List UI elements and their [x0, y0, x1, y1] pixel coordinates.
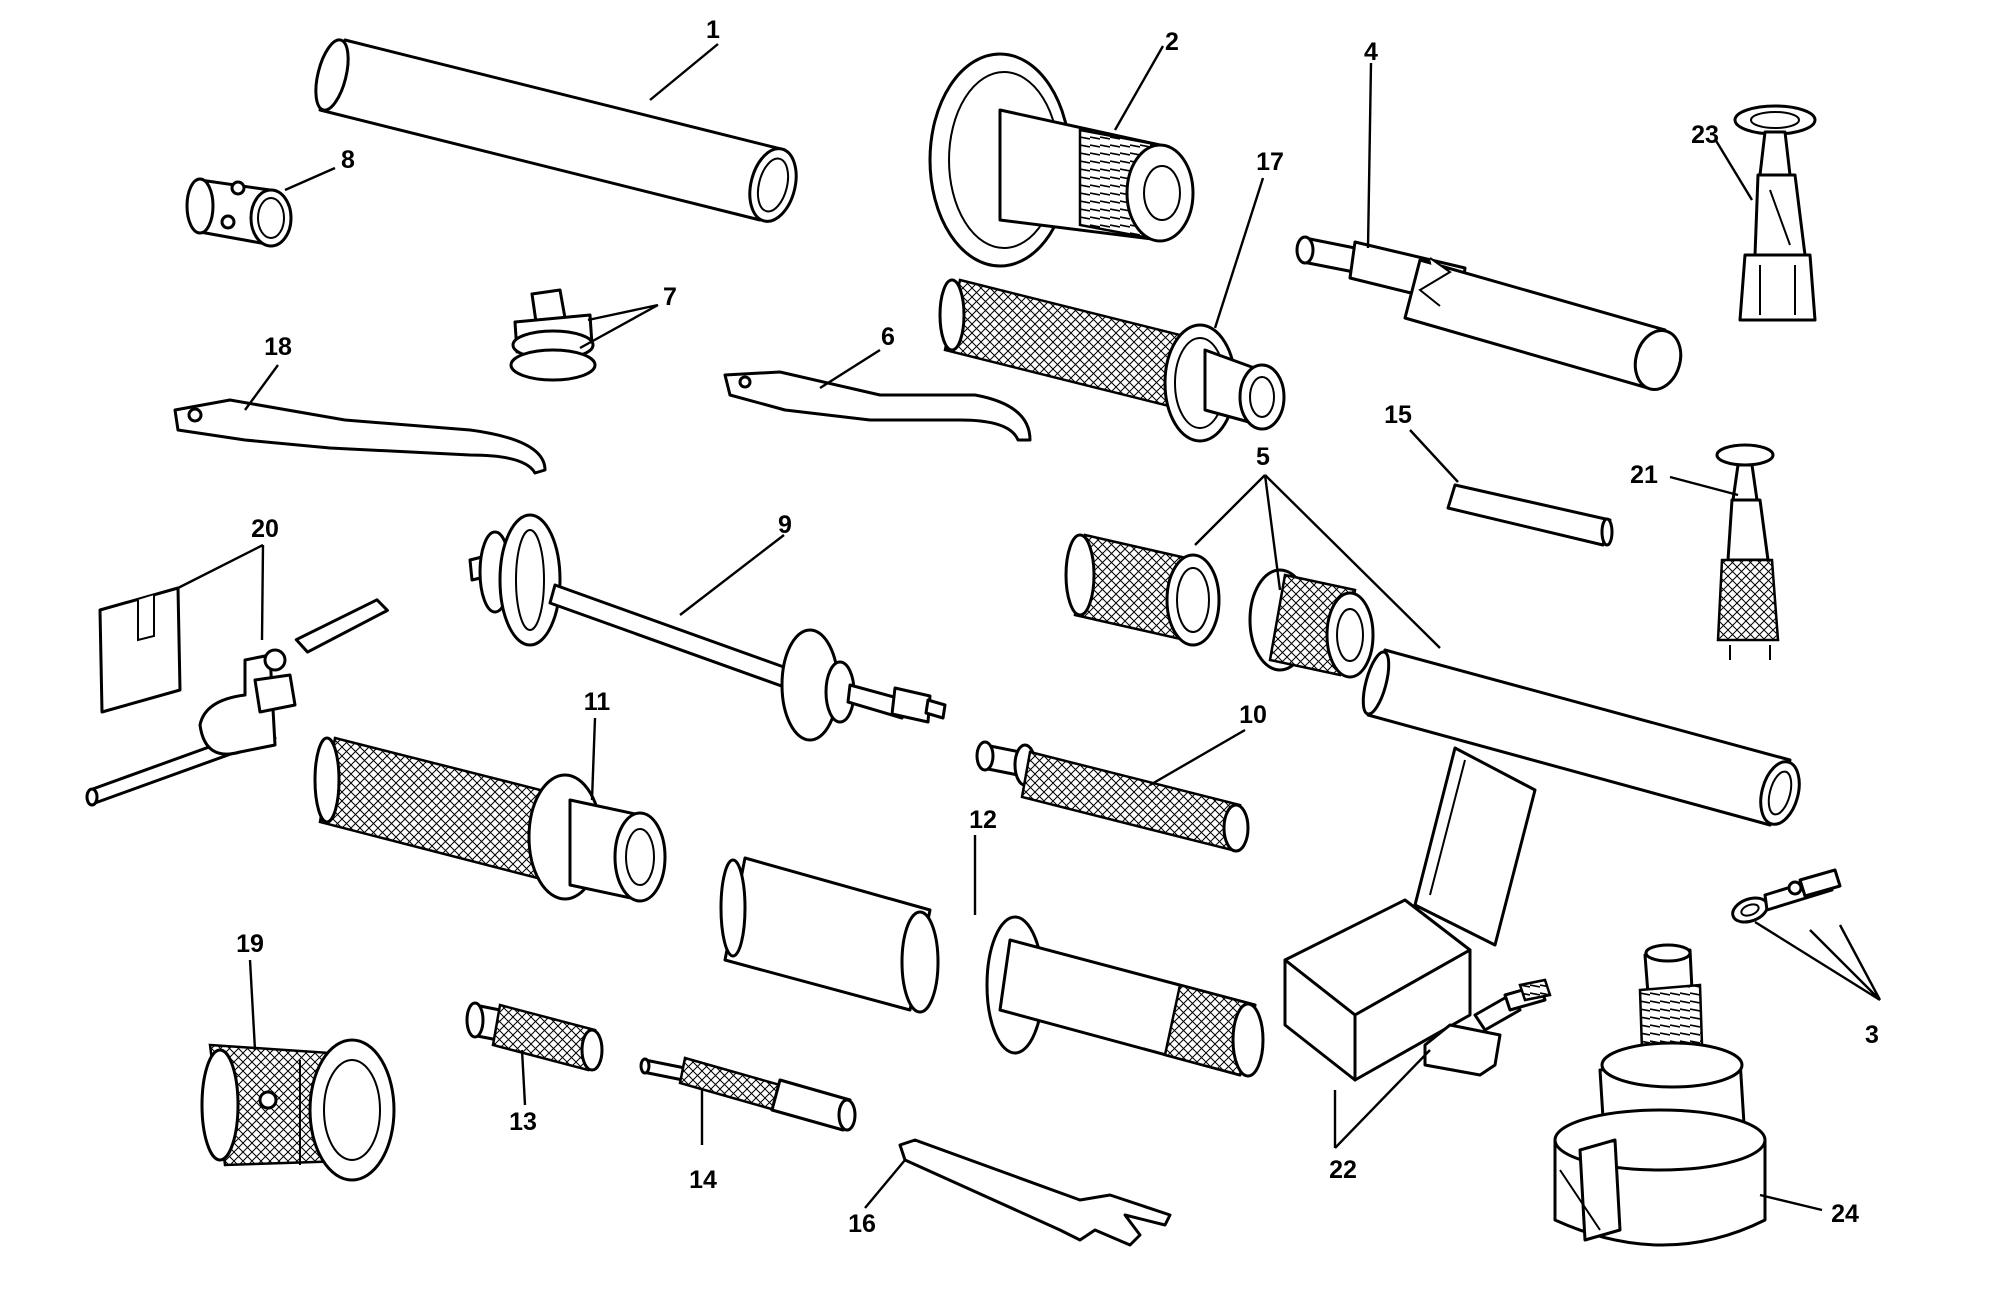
callout-23: 23	[1691, 121, 1719, 149]
callout-12: 12	[969, 806, 997, 834]
tool-5-sleeve-set	[1064, 533, 1801, 827]
callout-3: 3	[1865, 1021, 1879, 1049]
callout-10: 10	[1239, 701, 1267, 729]
callout-11: 11	[584, 688, 611, 716]
callout-9: 9	[778, 511, 792, 539]
tool-22-storage-box-and-clamp	[1283, 746, 1552, 1082]
callout-17: 17	[1256, 148, 1284, 176]
callout-21: 21	[1630, 461, 1658, 489]
callout-2: 2	[1165, 28, 1179, 56]
callout-22: 22	[1329, 1156, 1357, 1184]
tool-15-pin	[1446, 483, 1614, 547]
callout-7: 7	[663, 283, 677, 311]
tool-17-knurled-flanged-sleeve	[938, 278, 1286, 443]
tool-18-c-spanner	[173, 398, 547, 475]
callout-1: 1	[706, 16, 720, 44]
tool-13-small-adapter	[465, 1001, 604, 1072]
callout-14: 14	[689, 1166, 717, 1194]
callout-18: 18	[264, 333, 292, 361]
tool-1-drift-tube	[314, 38, 798, 223]
tool-21-small-puller	[1715, 443, 1780, 660]
callout-8: 8	[341, 146, 355, 174]
callout-4: 4	[1364, 38, 1378, 66]
tool-24-threaded-adapter	[1553, 943, 1767, 1247]
tool-3-link-parts	[1731, 868, 1842, 924]
tool-16-open-end-wrench	[898, 1138, 1172, 1247]
callout-5: 5	[1256, 443, 1270, 471]
callout-labels: 1 2 3 4 5 6 7 8 9 10 11 12 13 14 15 16 1…	[236, 16, 1879, 1238]
tool-7-spigot	[509, 288, 597, 382]
callout-15: 15	[1384, 401, 1412, 429]
callout-6: 6	[881, 323, 895, 351]
tool-2-flanged-threaded-sleeve	[928, 52, 1195, 268]
callout-leader-lines	[177, 43, 1882, 1212]
tool-4-split-rod	[1295, 235, 1683, 391]
tool-10-knurled-bar	[975, 740, 1250, 853]
tool-12-stepped-driver	[719, 856, 1265, 1078]
tool-19-knurled-nut	[200, 1038, 396, 1182]
callout-24: 24	[1831, 1200, 1859, 1228]
callout-16: 16	[848, 1210, 876, 1238]
callout-19: 19	[236, 930, 264, 958]
callout-20: 20	[251, 515, 279, 543]
tool-9-slide-hammer	[468, 513, 947, 742]
tool-20-plate-bracket	[85, 586, 389, 807]
tool-6-hook-spanner	[723, 370, 1032, 442]
tool-11-knurled-collar-sleeve	[313, 736, 667, 903]
tool-23-puller-with-cup	[1733, 104, 1817, 322]
tool-8-pin-collar	[185, 177, 293, 248]
callout-13: 13	[509, 1108, 537, 1136]
tool-14-punch	[639, 1056, 857, 1132]
